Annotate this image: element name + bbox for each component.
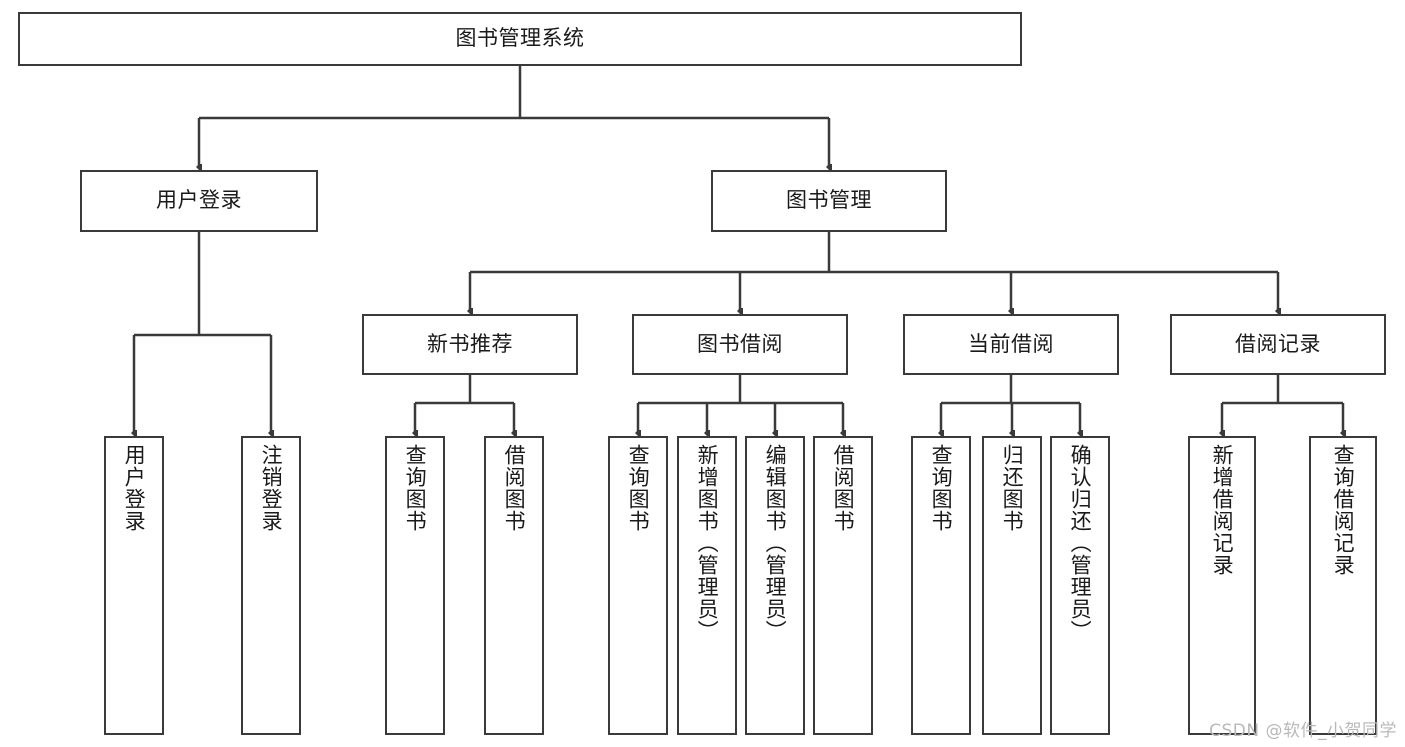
watermark-text: CSDN @软件_小贺同学 — [1209, 721, 1397, 741]
node-current-borrow[interactable]: 当前借阅 — [903, 314, 1119, 375]
node-borrow-record-label: 借阅记录 — [1235, 331, 1321, 356]
leaf-node-leaf-user-login-label: 用户登录 — [122, 444, 147, 532]
leaf-node-leaf-borrow-book-1-label: 借阅图书 — [502, 444, 527, 532]
node-book-manage[interactable]: 图书管理 — [711, 170, 947, 232]
leaf-node-leaf-return-book-label: 归还图书 — [1000, 444, 1025, 532]
leaf-node-leaf-return-book[interactable]: 归还图书 — [982, 436, 1042, 735]
leaf-node-leaf-logout-login-label: 注销登录 — [259, 444, 284, 532]
leaf-node-leaf-query-book-1-label: 查询图书 — [403, 444, 428, 532]
leaf-node-leaf-confirm-return[interactable]: 确认归还（管理员） — [1050, 436, 1110, 735]
leaf-node-leaf-add-record[interactable]: 新增借阅记录 — [1188, 436, 1256, 735]
leaf-node-leaf-query-book-2[interactable]: 查询图书 — [608, 436, 668, 735]
leaf-node-leaf-add-book-label: 新增图书（管理员） — [695, 444, 720, 642]
root-node-book-management-system-label: 图书管理系统 — [455, 26, 585, 51]
node-book-manage-label: 图书管理 — [786, 188, 872, 213]
leaf-node-leaf-query-book-2-label: 查询图书 — [626, 444, 651, 532]
leaf-node-leaf-query-book-3[interactable]: 查询图书 — [911, 436, 971, 735]
leaf-node-leaf-edit-book[interactable]: 编辑图书（管理员） — [745, 436, 805, 735]
leaf-node-leaf-user-login[interactable]: 用户登录 — [104, 436, 164, 735]
leaf-node-leaf-query-record-label: 查询借阅记录 — [1331, 444, 1356, 576]
leaf-node-leaf-query-book-3-label: 查询图书 — [929, 444, 954, 532]
leaf-node-leaf-borrow-book-1[interactable]: 借阅图书 — [484, 436, 544, 735]
leaf-node-leaf-borrow-book-2-label: 借阅图书 — [831, 444, 856, 532]
node-user-login[interactable]: 用户登录 — [80, 170, 318, 232]
node-new-book-recommend[interactable]: 新书推荐 — [362, 314, 578, 375]
node-borrow-record[interactable]: 借阅记录 — [1170, 314, 1386, 375]
node-current-borrow-label: 当前借阅 — [968, 331, 1054, 356]
leaf-node-leaf-add-record-label: 新增借阅记录 — [1210, 444, 1235, 576]
node-user-login-label: 用户登录 — [156, 188, 242, 213]
node-new-book-recommend-label: 新书推荐 — [427, 331, 513, 356]
leaf-node-leaf-add-book[interactable]: 新增图书（管理员） — [677, 436, 737, 735]
node-book-borrow[interactable]: 图书借阅 — [632, 314, 848, 375]
root-node-book-management-system[interactable]: 图书管理系统 — [18, 12, 1022, 66]
leaf-node-leaf-borrow-book-2[interactable]: 借阅图书 — [813, 436, 873, 735]
leaf-node-leaf-edit-book-label: 编辑图书（管理员） — [763, 444, 788, 642]
leaf-node-leaf-confirm-return-label: 确认归还（管理员） — [1068, 444, 1093, 642]
leaf-node-leaf-query-record[interactable]: 查询借阅记录 — [1309, 436, 1377, 735]
leaf-node-leaf-query-book-1[interactable]: 查询图书 — [385, 436, 445, 735]
leaf-node-leaf-logout-login[interactable]: 注销登录 — [241, 436, 301, 735]
node-book-borrow-label: 图书借阅 — [697, 331, 783, 356]
